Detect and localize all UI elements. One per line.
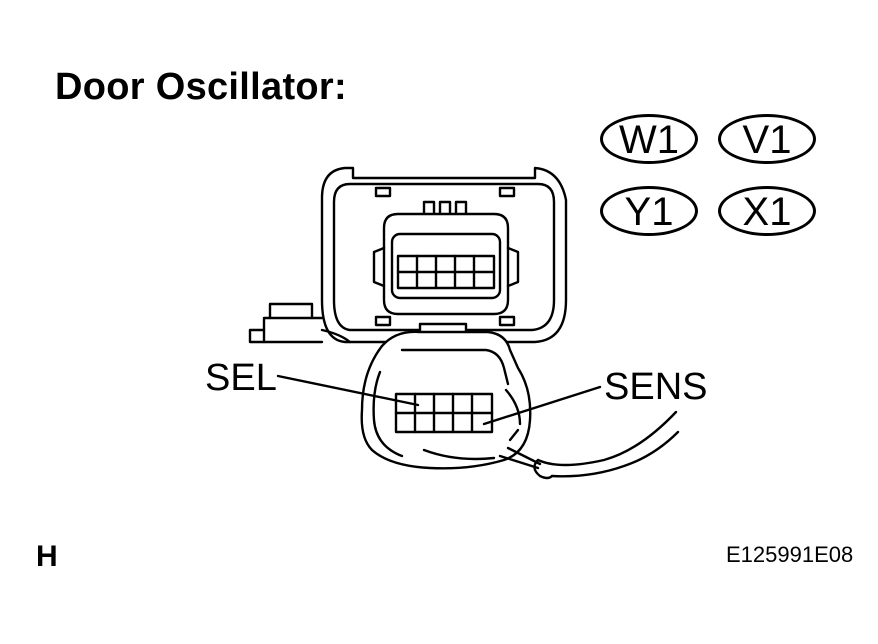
wire-harness bbox=[498, 410, 680, 480]
leader-line-sel bbox=[276, 374, 420, 407]
callout-sens-label: SENS bbox=[604, 366, 708, 408]
housing-tab bbox=[374, 186, 392, 198]
housing-tab bbox=[374, 315, 392, 327]
diagram-title: Door Oscillator: bbox=[55, 66, 347, 108]
connector-code-label: W1 bbox=[619, 118, 679, 162]
connector-code-label: V1 bbox=[742, 118, 792, 162]
callout-sel-label: SEL bbox=[205, 357, 277, 399]
corner-mark: H bbox=[36, 540, 58, 573]
connector-code-label: Y1 bbox=[624, 190, 674, 234]
connector-code-badge-y1: Y1 bbox=[600, 186, 698, 236]
lower-connector bbox=[360, 322, 532, 470]
housing-tab bbox=[498, 315, 516, 327]
upper-connector bbox=[372, 200, 520, 316]
connector-code-badge-x1: X1 bbox=[718, 186, 816, 236]
connector-code-badge-w1: W1 bbox=[600, 114, 698, 164]
outer-housing-inner-rim bbox=[332, 182, 556, 332]
leader-line-sens bbox=[482, 385, 602, 426]
housing-tab bbox=[498, 186, 516, 198]
connector-code-group: W1 V1 Y1 X1 bbox=[600, 114, 818, 238]
connector-code-badge-v1: V1 bbox=[718, 114, 816, 164]
connector-code-label: X1 bbox=[742, 190, 792, 234]
reference-id: E125991E08 bbox=[726, 542, 854, 567]
side-clip bbox=[248, 302, 352, 344]
outer-housing bbox=[320, 166, 568, 344]
